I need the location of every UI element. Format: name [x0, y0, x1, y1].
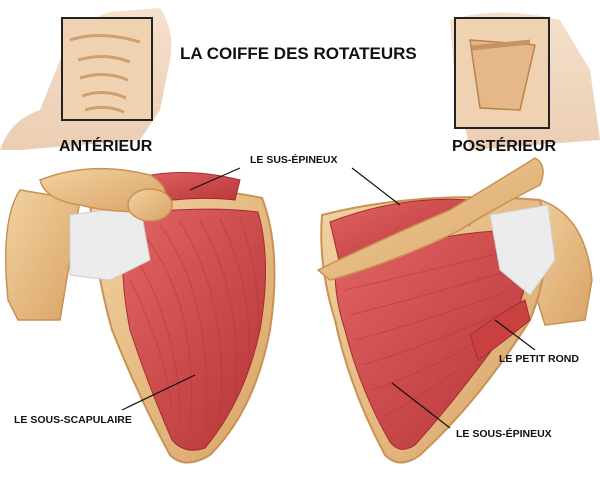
label-infraspinatus: LE SOUS-ÉPINEUX — [391, 382, 552, 440]
subscapularis-fibers — [129, 217, 260, 431]
teres-minor-muscle — [469, 299, 531, 361]
coracoid-process — [127, 188, 173, 222]
infraspinatus-fibers — [344, 249, 516, 416]
anterior-thumbnail — [0, 8, 172, 150]
anterior-thumbnail-frame — [61, 17, 153, 121]
teres-minor-leader — [494, 319, 536, 351]
supraspinatus-leader-anterior — [189, 167, 241, 191]
scapular-spine — [316, 157, 544, 281]
infraspinatus-leader — [391, 382, 451, 429]
posterior-shoulder — [316, 157, 593, 464]
subscapularis-muscle — [121, 208, 267, 451]
label-teres-minor: LE PETIT ROND — [494, 319, 579, 365]
label-supraspinatus: LE SUS-ÉPINEUX — [189, 153, 401, 206]
diagram-title: LA COIFFE DES ROTATEURS — [180, 44, 417, 63]
anterior-view-label: ANTÉRIEUR — [59, 136, 153, 155]
label-subscapularis: LE SOUS-SCAPULAIRE — [14, 374, 196, 426]
supraspinatus-leader-posterior — [351, 167, 401, 206]
posterior-thumbnail — [450, 12, 600, 150]
posterior-tendon — [489, 204, 556, 296]
infraspinatus-label: LE SOUS-ÉPINEUX — [456, 427, 552, 440]
anterior-humerus — [4, 189, 81, 321]
subscapularis-label: LE SOUS-SCAPULAIRE — [14, 414, 132, 426]
supraspinatus-label: LE SUS-ÉPINEUX — [250, 153, 338, 166]
posterior-view-label: POSTÉRIEUR — [452, 136, 556, 155]
anterior-shoulder — [4, 167, 276, 464]
infraspinatus-muscle — [334, 229, 529, 450]
subscapularis-leader — [121, 374, 196, 411]
teres-minor-label: LE PETIT ROND — [499, 353, 579, 365]
